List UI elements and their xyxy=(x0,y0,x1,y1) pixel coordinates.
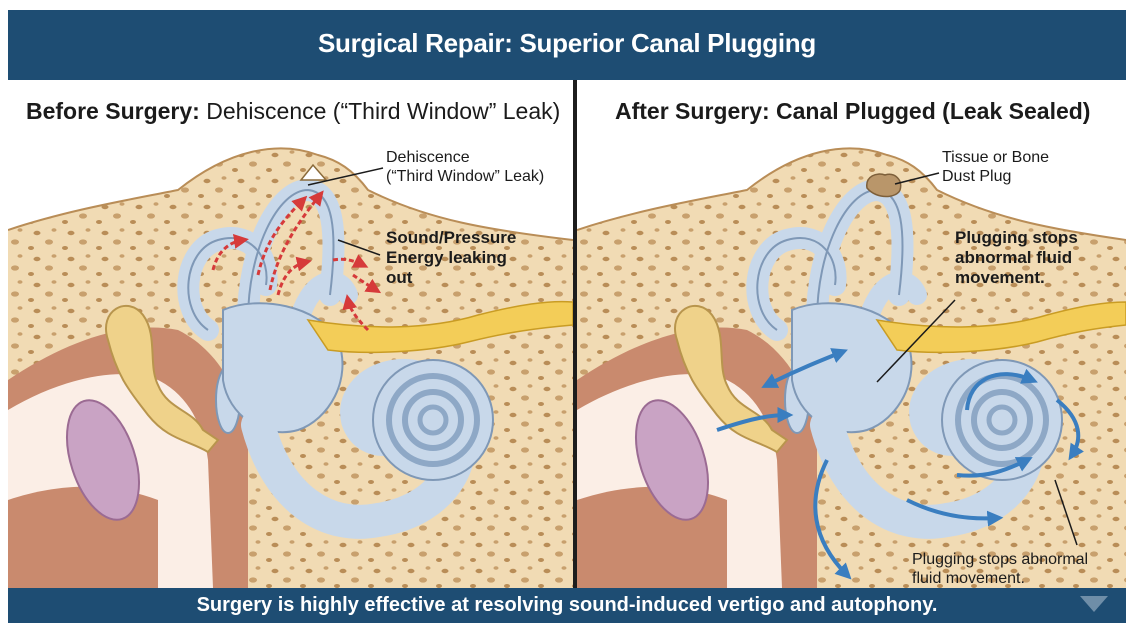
dehiscence-label: Dehiscence (“Third Window” Leak) xyxy=(386,148,544,186)
footer-text: Surgery is highly effective at resolving… xyxy=(8,594,1126,617)
plugging-stops-label-bottom: Plugging stops abnormal fluid movement. xyxy=(912,550,1088,588)
title-banner: Surgical Repair: Superior Canal Plugging xyxy=(8,10,1126,80)
plugging-stops-label-top: Plugging stops abnormal fluid movement. xyxy=(955,228,1078,288)
energy-leak-label: Sound/Pressure Energy leaking out xyxy=(386,228,516,288)
before-surgery-heading: Before Surgery: Dehiscence (“Third Windo… xyxy=(26,98,560,125)
footer-banner: Surgery is highly effective at resolving… xyxy=(8,588,1126,623)
after-surgery-panel: After Surgery: Canal Plugged (Leak Seale… xyxy=(577,80,1126,588)
plug-label: Tissue or Bone Dust Plug xyxy=(942,148,1049,186)
before-surgery-panel: Before Surgery: Dehiscence (“Third Windo… xyxy=(8,80,573,588)
page-title: Surgical Repair: Superior Canal Plugging xyxy=(8,28,1126,59)
down-triangle-icon xyxy=(1080,596,1108,612)
after-surgery-heading: After Surgery: Canal Plugged (Leak Seale… xyxy=(615,98,1090,125)
bone-dust-plug xyxy=(867,174,901,196)
